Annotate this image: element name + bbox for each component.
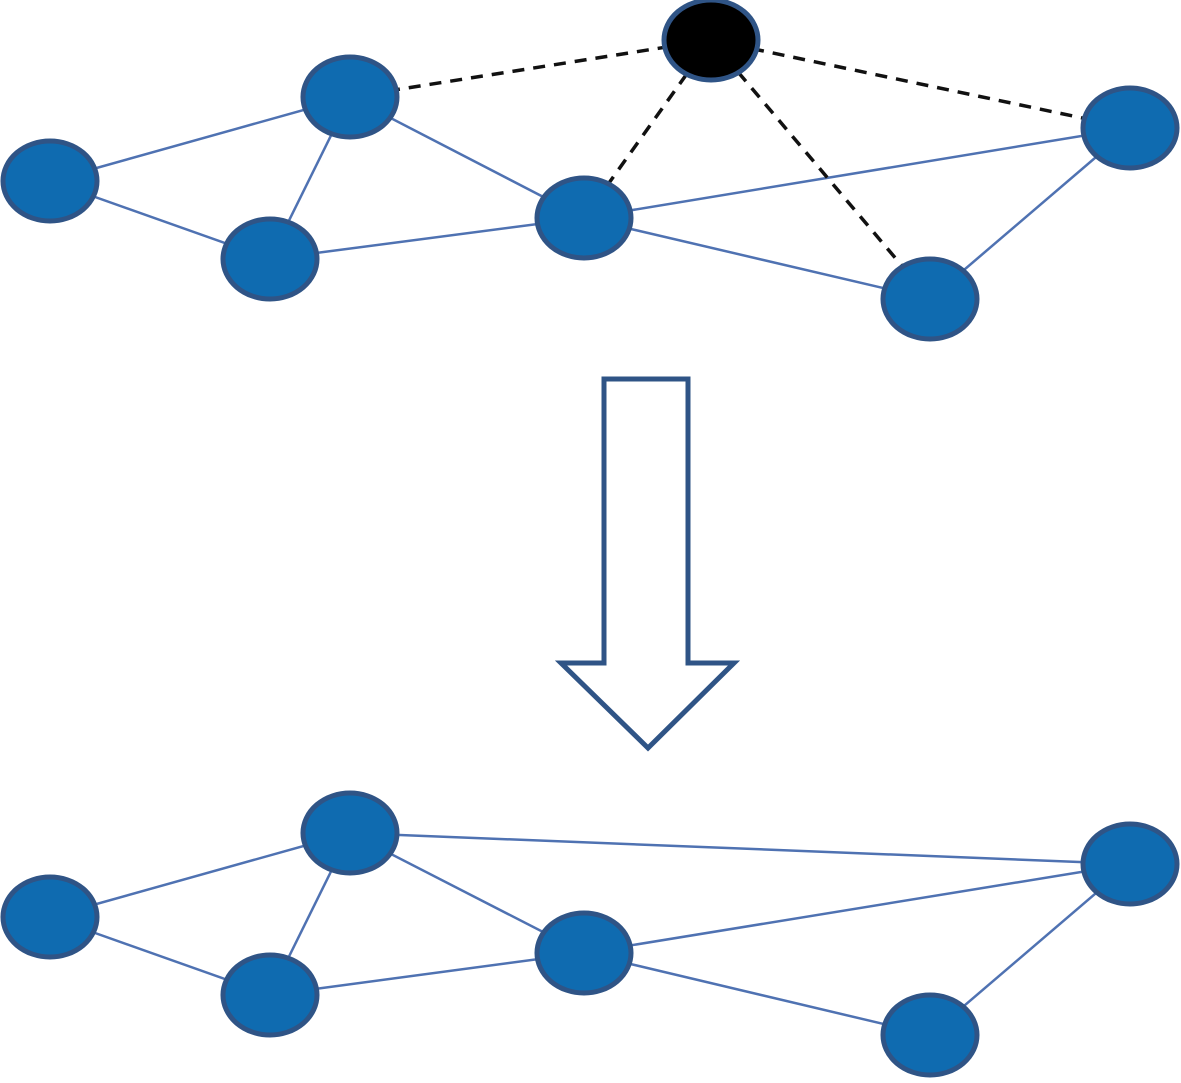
edge — [583, 862, 1131, 955]
graph-node — [220, 216, 320, 302]
graph-node — [0, 138, 100, 224]
graph-node — [880, 256, 980, 342]
edge — [583, 951, 931, 1037]
edge — [269, 951, 585, 997]
edge — [583, 126, 1131, 220]
dashed-edge — [710, 38, 1131, 130]
graph-node — [880, 992, 980, 1078]
after-graph — [0, 790, 1180, 1078]
before-nodes — [0, 0, 1180, 342]
dashed-edge — [709, 38, 932, 301]
edge — [349, 831, 1131, 866]
dashed-edge — [349, 38, 712, 99]
edge — [49, 831, 351, 919]
graph-node — [534, 910, 634, 996]
graph-node — [220, 952, 320, 1038]
graph-node — [0, 874, 100, 960]
graph-node — [534, 175, 634, 261]
graph-node — [1080, 821, 1180, 907]
before-graph — [0, 0, 1180, 342]
down-arrow-icon — [554, 376, 741, 752]
removed-node — [661, 0, 761, 83]
edge — [49, 95, 351, 183]
graph-node — [1080, 85, 1180, 171]
graph-node — [300, 790, 400, 876]
before-dashed-edges — [349, 38, 1131, 301]
graph-node — [300, 54, 400, 140]
edge — [269, 216, 585, 261]
dashed-edge — [582, 38, 713, 220]
after-nodes — [0, 790, 1180, 1078]
edge — [583, 216, 931, 301]
